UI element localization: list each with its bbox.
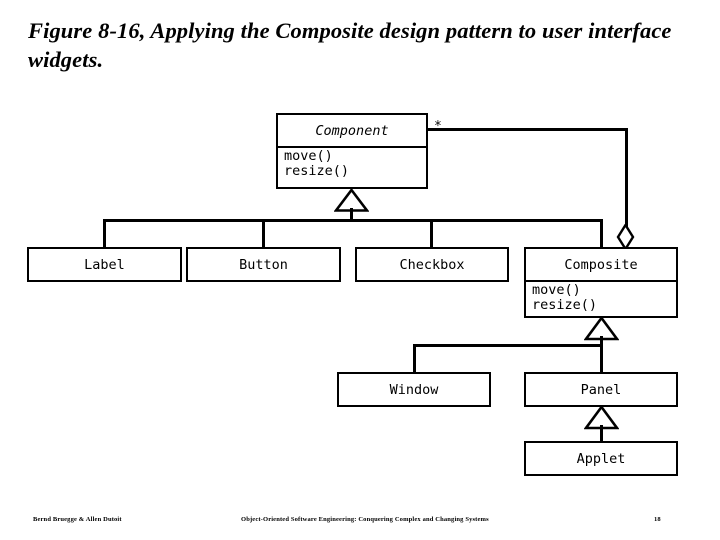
operation-resize: resize() (284, 163, 350, 179)
generalization-drop-label (103, 219, 106, 249)
generalization-drop-window (413, 344, 416, 374)
multiplicity-label: * (434, 119, 442, 134)
generalization-drop-button (262, 219, 265, 249)
class-name-button: Button (239, 256, 288, 273)
generalization-drop-checkbox (430, 219, 433, 249)
uml-class-checkbox[interactable]: Checkbox (355, 247, 509, 282)
class-name-panel: Panel (580, 381, 622, 398)
class-name-applet: Applet (576, 450, 626, 467)
aggregation-line-horizontal (428, 128, 628, 131)
generalization-stem-composite (600, 336, 603, 346)
class-operations-composite: move() resize() (526, 280, 676, 313)
class-name-window: Window (389, 381, 439, 398)
operation-move: move() (284, 148, 333, 164)
uml-class-composite[interactable]: Composite move() resize() (524, 247, 678, 318)
uml-class-button[interactable]: Button (186, 247, 341, 282)
generalization-stem-panel (600, 425, 603, 443)
generalization-drop-panel (600, 344, 603, 374)
class-name-component: Component (315, 122, 389, 139)
footer-authors: Bernd Bruegge & Allen Dutoit (33, 516, 122, 523)
footer-page-number: 18 (654, 516, 661, 523)
class-operations-component: move() resize() (278, 146, 426, 179)
generalization-bus-component (104, 219, 603, 222)
footer-book-title: Object-Oriented Software Engineering: Co… (241, 516, 489, 523)
generalization-stem-component (350, 208, 353, 222)
class-name-checkbox: Checkbox (399, 256, 465, 273)
aggregation-line-vertical (625, 128, 628, 228)
operation-resize-composite: resize() (532, 297, 598, 313)
uml-class-component[interactable]: Component move() resize() (276, 113, 428, 189)
generalization-drop-composite (600, 219, 603, 249)
page-title: Figure 8-16, Applying the Composite desi… (28, 18, 672, 72)
class-name-label: Label (84, 256, 125, 273)
class-name-composite: Composite (564, 256, 638, 273)
operation-move-composite: move() (532, 282, 581, 298)
uml-class-applet[interactable]: Applet (524, 441, 678, 476)
uml-class-panel[interactable]: Panel (524, 372, 678, 407)
uml-class-label[interactable]: Label (27, 247, 182, 282)
generalization-bus-composite (413, 344, 603, 347)
uml-class-window[interactable]: Window (337, 372, 491, 407)
